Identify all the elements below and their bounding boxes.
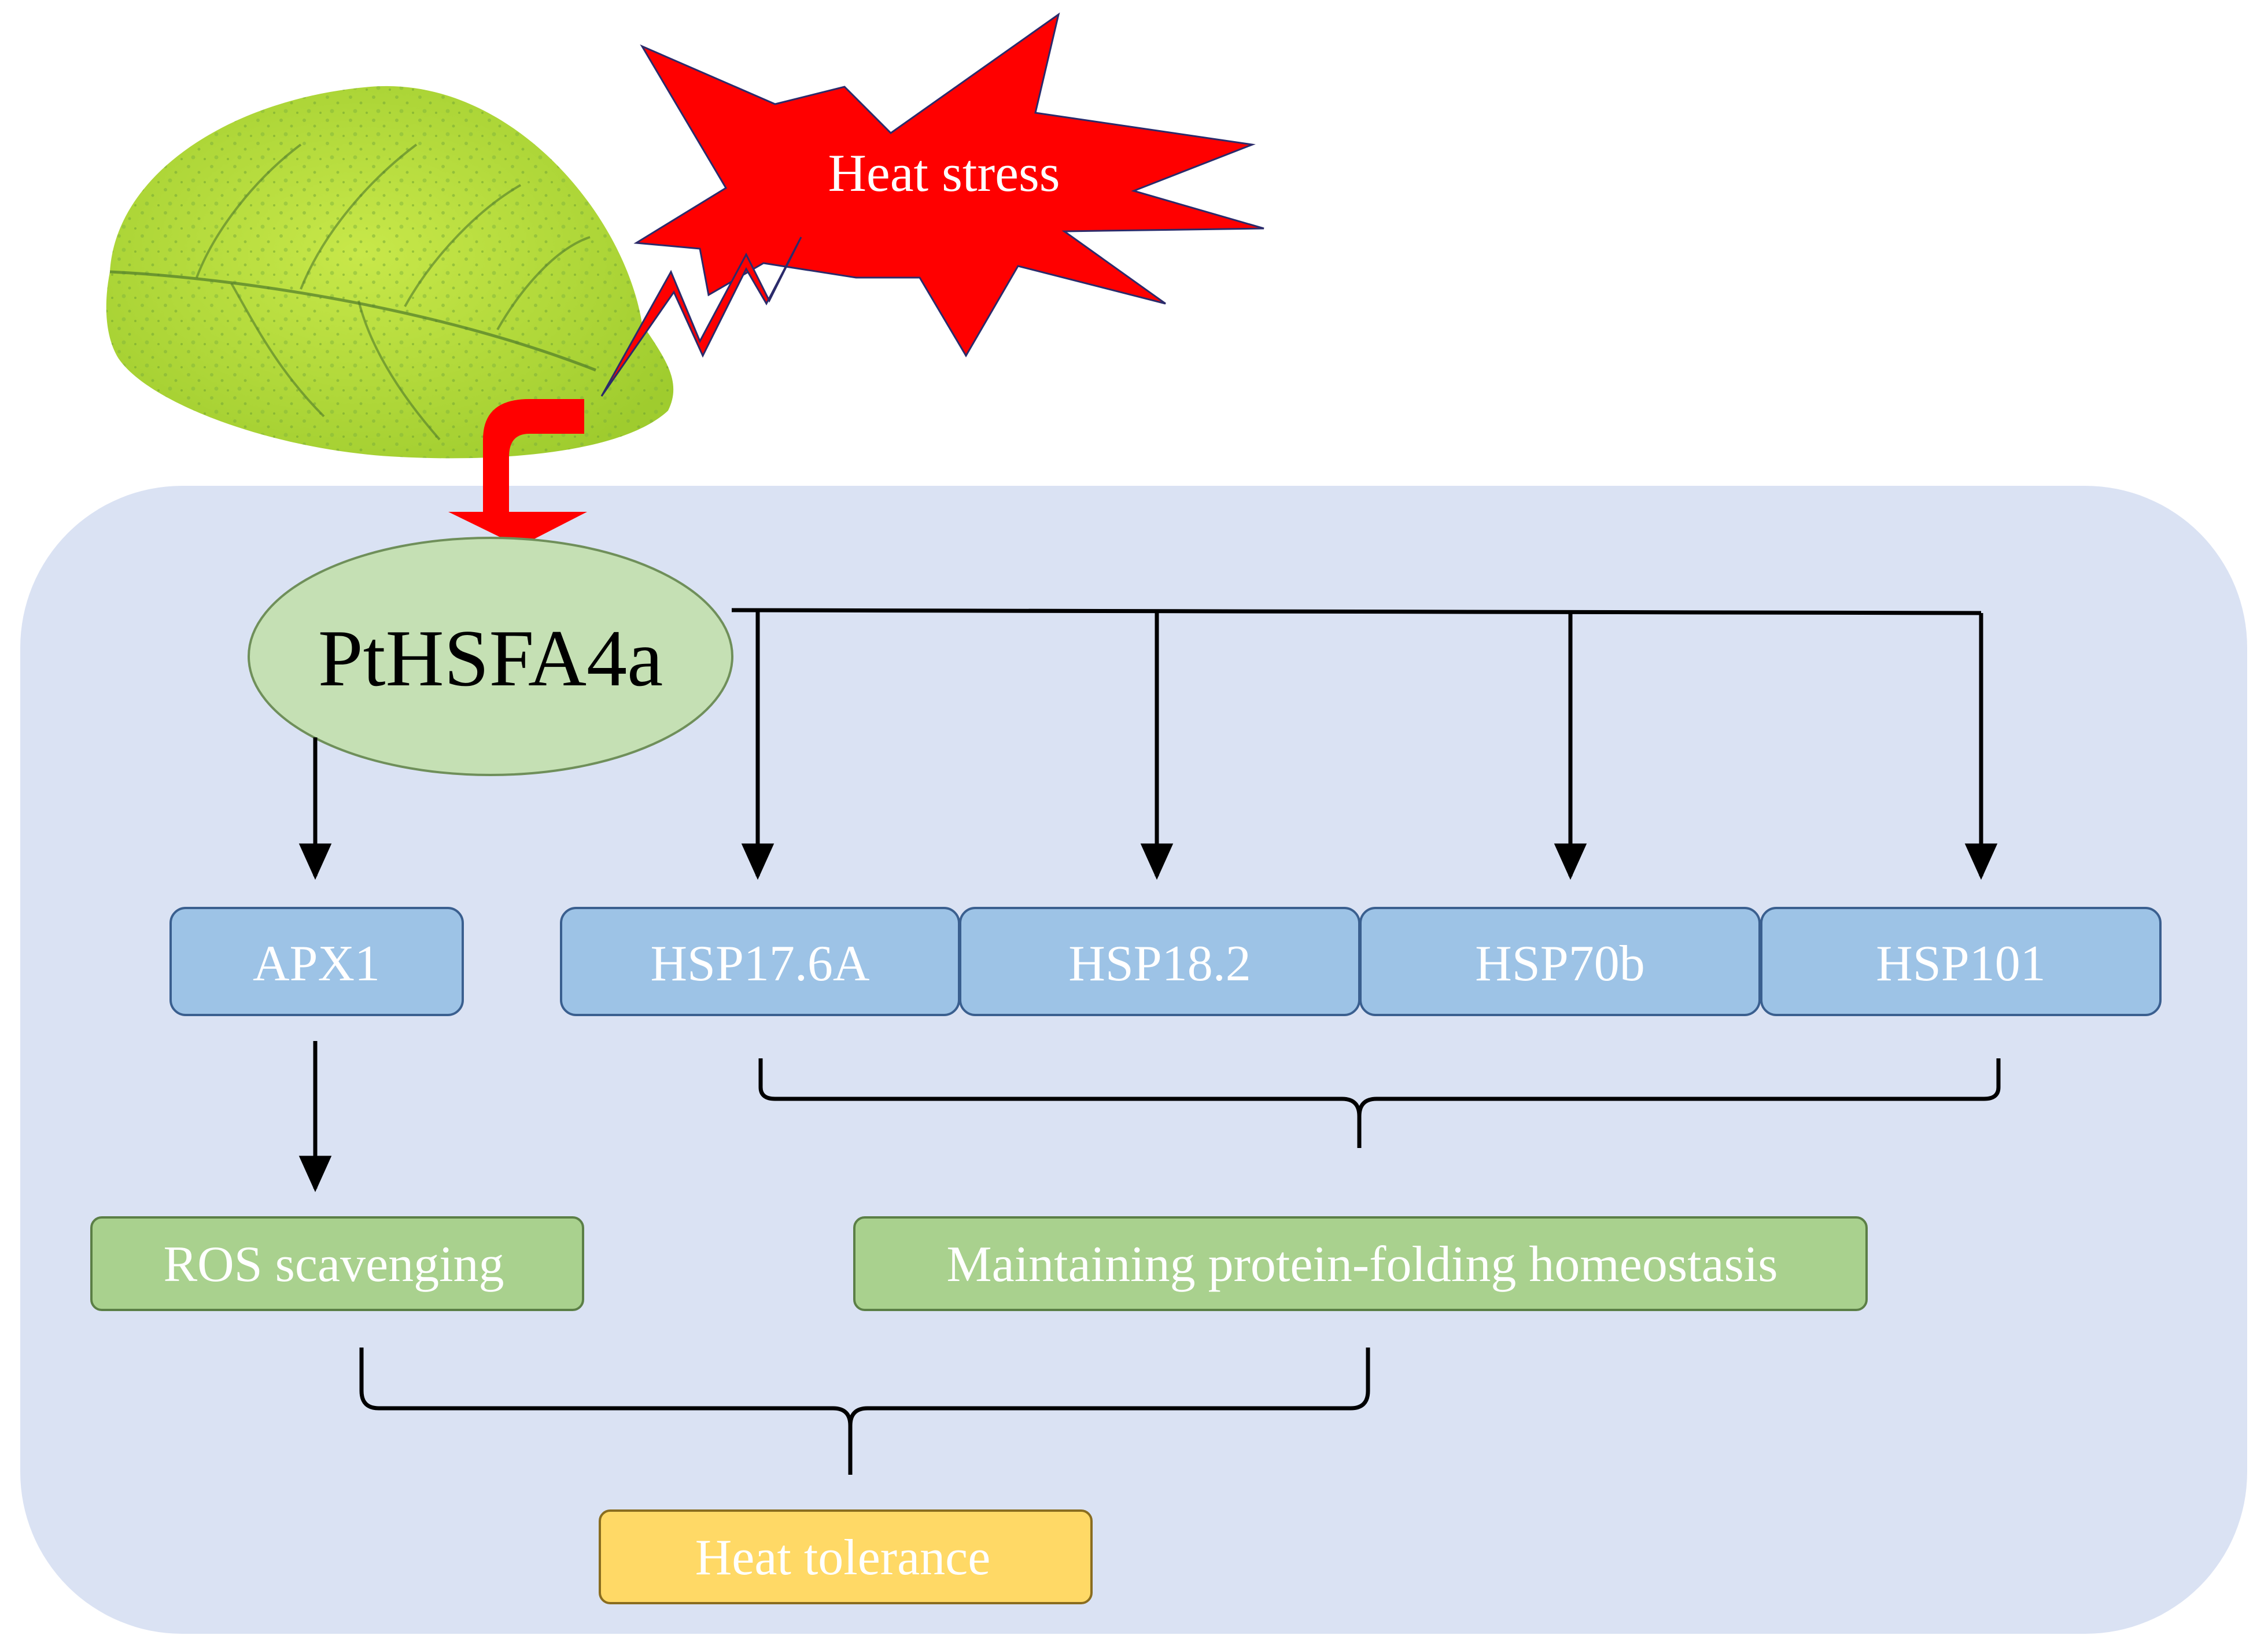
regulator-node (248, 537, 733, 776)
process-brace (359, 1348, 1370, 1475)
gene-hsp101-label: HSP101 (1876, 936, 2045, 992)
hsp-brace (758, 1058, 2001, 1148)
background-panel (20, 486, 2247, 1634)
outcome-label: Heat tolerance (695, 1530, 991, 1586)
gene-hsp70-label: HSP70b (1475, 936, 1644, 992)
process-ros-box: ROS scavenging (90, 1216, 584, 1311)
gene-hsp101-box: HSP101 (1760, 907, 2162, 1016)
gene-hsp17-box: HSP17.6A (560, 907, 960, 1016)
gene-apx1-box: APX1 (169, 907, 464, 1016)
heat-stress-burst (633, 12, 1264, 357)
lightning-bolt (600, 237, 802, 397)
process-ros-label: ROS scavenging (163, 1236, 504, 1293)
gene-hsp18-label: HSP18.2 (1068, 936, 1251, 992)
gene-hsp70-box: HSP70b (1359, 907, 1761, 1016)
process-folding-label: Maintaining protein-folding homeostasis (946, 1236, 1777, 1293)
leaf-illustration (106, 86, 674, 459)
gene-hsp18-box: HSP18.2 (959, 907, 1360, 1016)
outcome-box: Heat tolerance (599, 1509, 1093, 1604)
gene-hsp17-label: HSP17.6A (651, 936, 870, 992)
regulator-connectors (298, 608, 1998, 1193)
signal-arrow (448, 399, 587, 547)
regulator-label: PtHSFA4a (318, 614, 663, 703)
heat-stress-label: Heat stress (828, 143, 1060, 202)
gene-apx1-label: APX1 (253, 936, 380, 992)
process-folding-box: Maintaining protein-folding homeostasis (853, 1216, 1868, 1311)
